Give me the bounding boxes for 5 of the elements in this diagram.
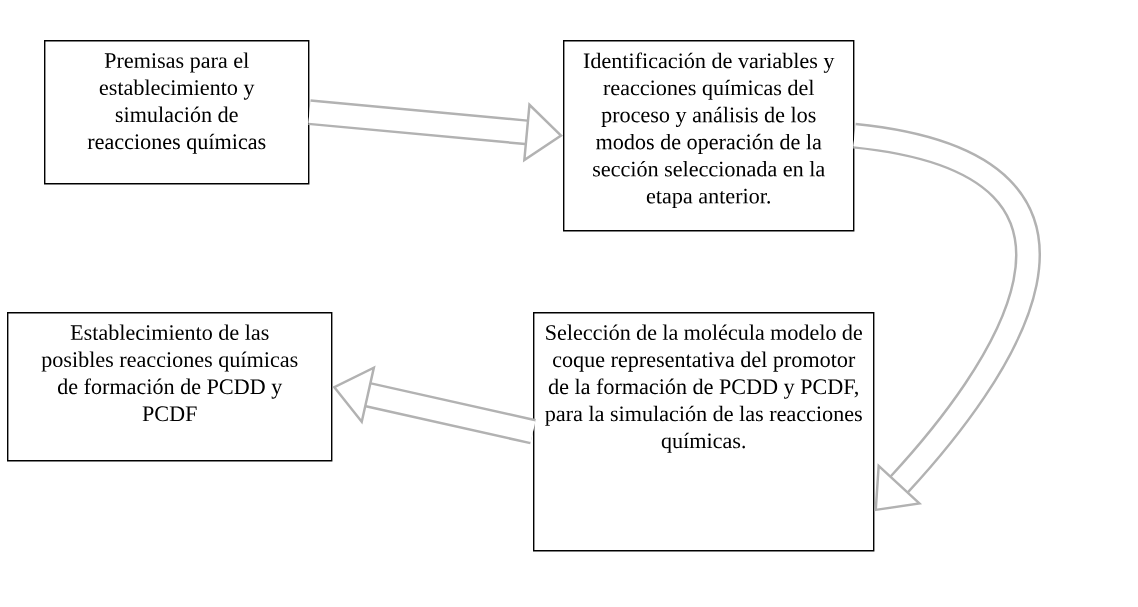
process-box: Identificación de variables y reacciones químicas del proceso y análisis de los modos de operación de la sección seleccionada en la etapa anterior.	[563, 40, 855, 232]
hollow-arrow	[852, 122, 1041, 512]
process-box: Establecimiento de las posibles reacciones químicas de formación de PCDD y PCDF	[7, 312, 333, 462]
process-box: Premisas para el establecimiento y simulación de reacciones químicas	[44, 40, 310, 185]
process-box: Selección de la molécula modelo de coque representativa del promotor de la formación de PCDD y PCDF, para la simulación de las reacciones químicas.	[533, 312, 875, 552]
